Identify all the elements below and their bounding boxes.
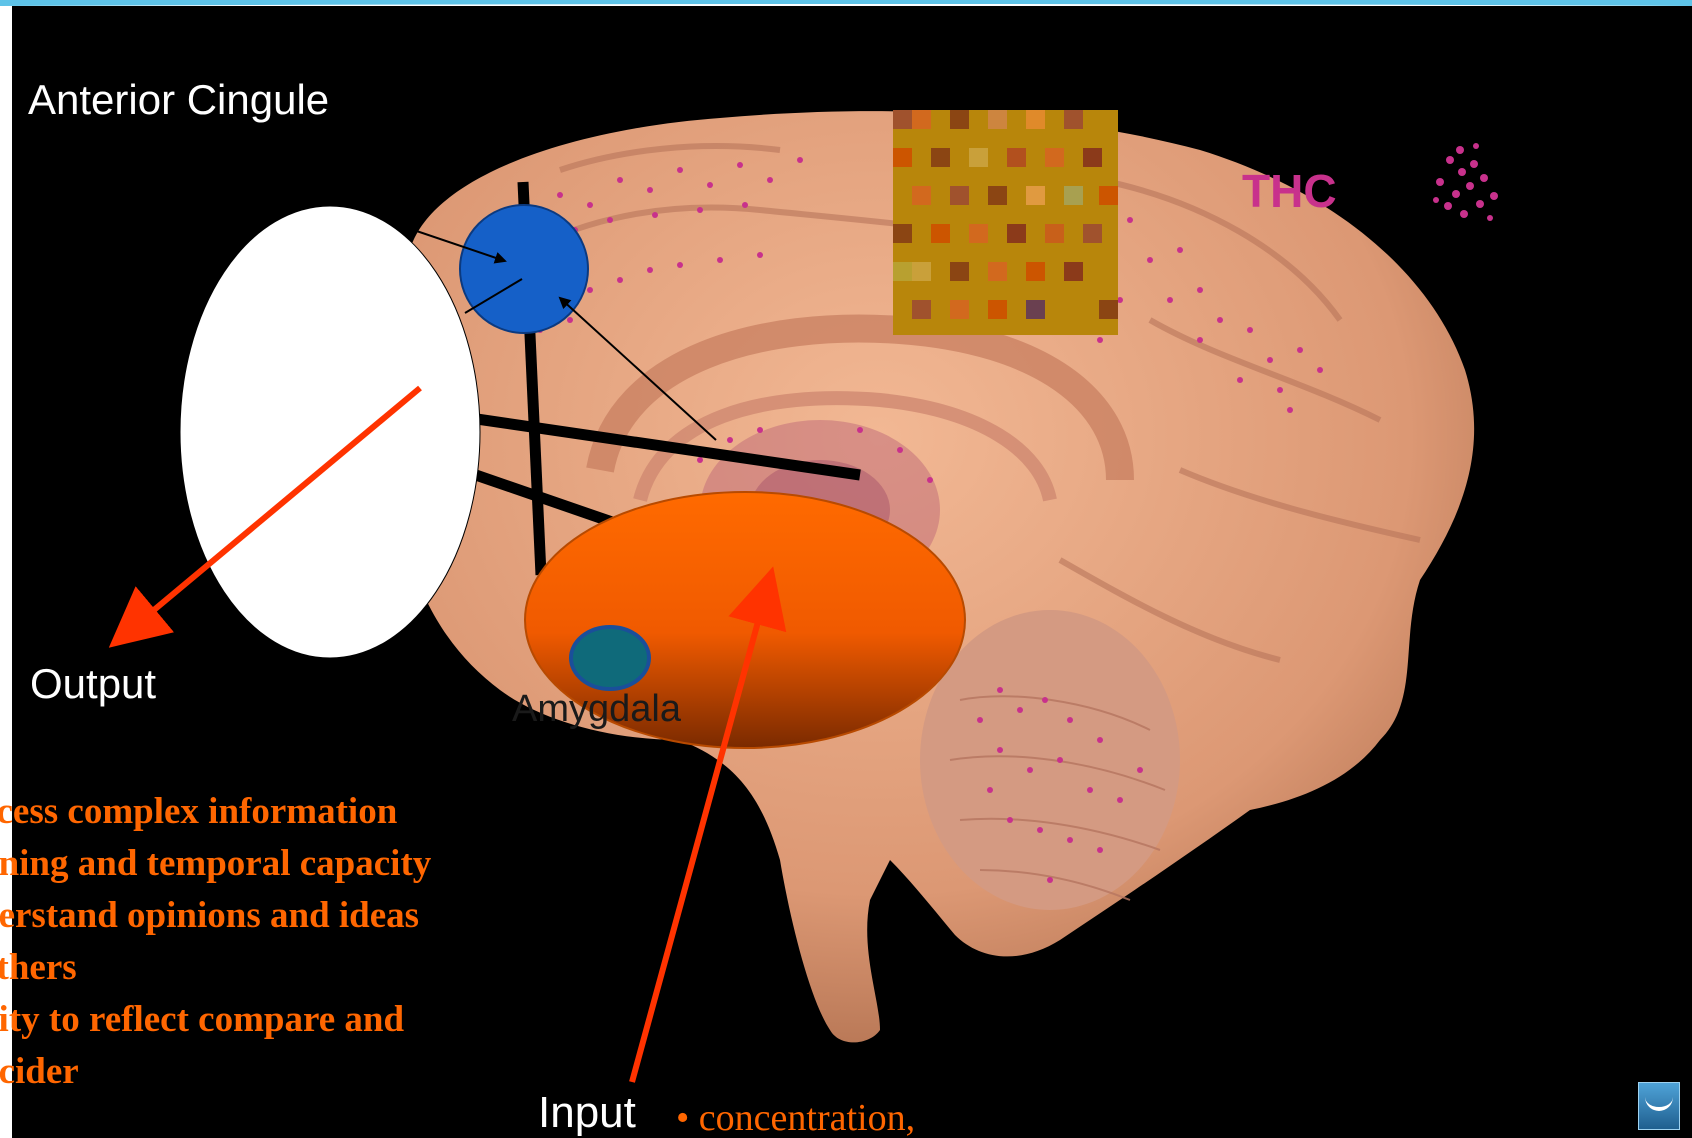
prefrontal-ellipse: [180, 206, 480, 658]
presentation-logo-icon[interactable]: [1638, 1082, 1680, 1130]
bullet-item: others: [0, 942, 538, 994]
input-label: Input: [538, 1088, 636, 1138]
anterior-cingule-node: [460, 205, 588, 333]
bullet-item: nning and temporal capacity: [0, 838, 538, 890]
amygdala-node: [571, 627, 649, 689]
output-label: Output: [30, 660, 156, 708]
anterior-cingule-label: Anterior Cingule: [28, 76, 329, 124]
function-bullet-list: ocess complex information nning and temp…: [0, 786, 538, 1098]
bullet-item: ocess complex information: [0, 786, 538, 838]
thc-label: THC: [1242, 164, 1337, 218]
bullet-item: ncider: [0, 1046, 538, 1098]
amygdala-label: Amygdala: [512, 688, 681, 731]
input-effect-item: • concentration,: [676, 1096, 915, 1138]
pixelated-mosaic: [893, 110, 1118, 335]
bullet-item: derstand opinions and ideas: [0, 890, 538, 942]
bullet-item: ility to reflect compare and: [0, 994, 538, 1046]
